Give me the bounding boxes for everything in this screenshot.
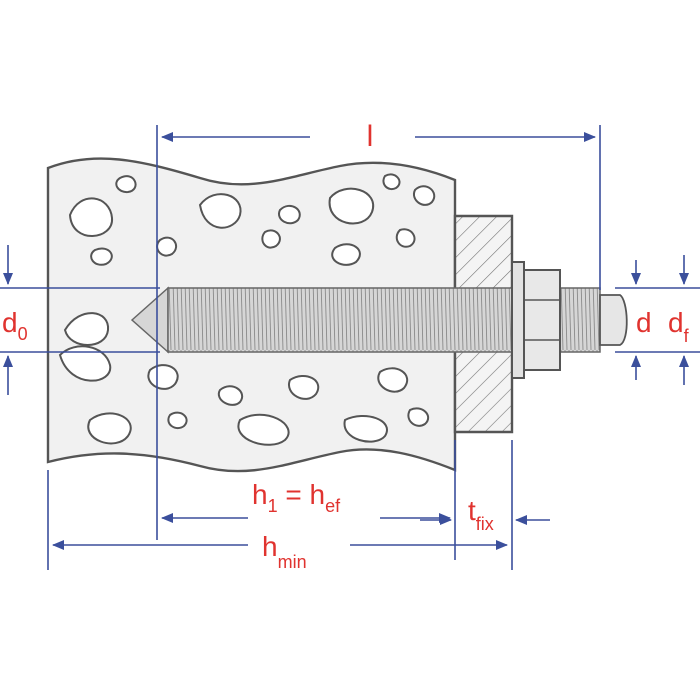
embedment-hef-main: h [310, 479, 326, 510]
hex-nut [523, 269, 561, 371]
embedment-hef-sub: ef [325, 496, 341, 516]
fixture-hole-label: df [668, 307, 690, 346]
fixture-thickness-label: tfix [468, 495, 494, 534]
fixture-thickness-main: t [468, 495, 476, 526]
min-thickness-label: hmin [262, 531, 307, 572]
length-label: l [367, 120, 374, 153]
hole-diameter-label: d0 [2, 307, 28, 344]
thread-diameter-label: d [636, 307, 652, 338]
fixture-hole-sub: f [684, 326, 690, 346]
washer [511, 261, 525, 379]
embedment-eq: = [278, 479, 310, 510]
hole-diameter-sub: 0 [18, 324, 28, 344]
min-thickness-sub: min [278, 552, 307, 572]
embedment-h1-main: h [252, 479, 268, 510]
fixture-thickness-sub: fix [476, 514, 494, 534]
fixture-hole-main: d [668, 307, 684, 338]
aggregate-stones [58, 173, 436, 446]
rod-end-cap [599, 294, 628, 346]
dimension-lines [0, 125, 700, 570]
min-thickness-main: h [262, 531, 278, 562]
hole-diameter-main: d [2, 307, 18, 338]
embedment-depth-label: h1 = hef [252, 479, 341, 516]
embedment-h1-sub: 1 [268, 496, 278, 516]
